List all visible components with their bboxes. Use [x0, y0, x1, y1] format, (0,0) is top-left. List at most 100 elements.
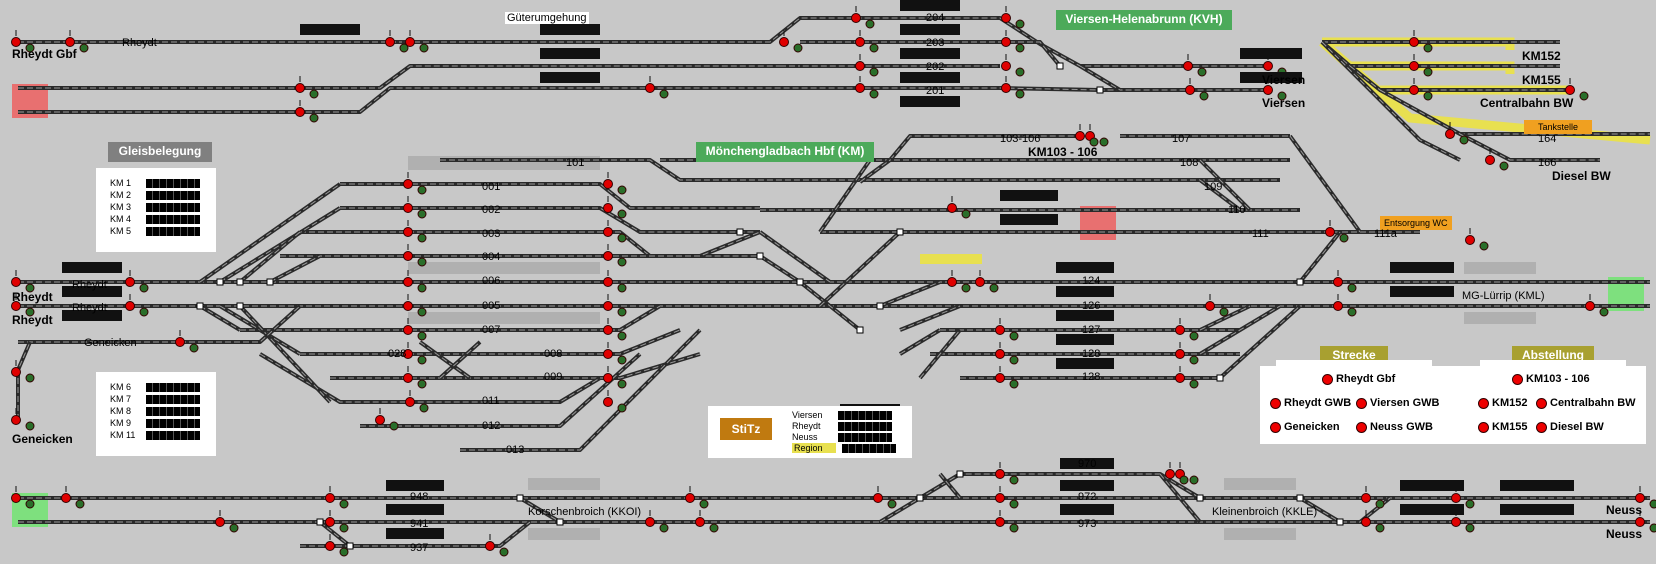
signal-light-secondary[interactable]: [1015, 89, 1025, 99]
signal-light[interactable]: [175, 337, 185, 347]
signal-light[interactable]: [295, 107, 305, 117]
signal-light[interactable]: [385, 37, 395, 47]
gleisbelegung-row[interactable]: KM 8: [110, 406, 200, 416]
signal-light-secondary[interactable]: [1375, 523, 1385, 533]
signal-light[interactable]: [1185, 85, 1195, 95]
gleisbelegung-row[interactable]: KM 3: [110, 202, 200, 212]
strecke-item[interactable]: Neuss GWB: [1356, 421, 1433, 433]
signal-light-secondary[interactable]: [961, 283, 971, 293]
signal-light[interactable]: [645, 517, 655, 527]
signal-light-secondary[interactable]: [1009, 523, 1019, 533]
signal-light-secondary[interactable]: [1465, 499, 1475, 509]
signal-light-secondary[interactable]: [1099, 137, 1109, 147]
region-header-km[interactable]: Mönchengladbach Hbf (KM): [696, 142, 874, 162]
signal-light[interactable]: [215, 517, 225, 527]
stitz-row[interactable]: Region: [792, 443, 896, 453]
signal-light[interactable]: [995, 493, 1005, 503]
abstellung-item[interactable]: Diesel BW: [1536, 421, 1604, 433]
signal-light[interactable]: [947, 277, 957, 287]
switch-point[interactable]: [196, 302, 204, 310]
signal-light[interactable]: [645, 83, 655, 93]
switch-point[interactable]: [236, 278, 244, 286]
signal-light[interactable]: [947, 203, 957, 213]
switch-point[interactable]: [736, 228, 744, 236]
signal-light-secondary[interactable]: [25, 307, 35, 317]
strecke-item[interactable]: Rheydt GWB: [1270, 397, 1351, 409]
signal-light-secondary[interactable]: [1189, 331, 1199, 341]
switch-point[interactable]: [266, 278, 274, 286]
signal-light[interactable]: [1175, 325, 1185, 335]
signal-light[interactable]: [1445, 129, 1455, 139]
signal-light-secondary[interactable]: [617, 307, 627, 317]
signal-light-secondary[interactable]: [1649, 523, 1656, 533]
switch-point[interactable]: [896, 228, 904, 236]
signal-light[interactable]: [485, 541, 495, 551]
gleisbelegung-row[interactable]: KM 6: [110, 382, 200, 392]
signal-light[interactable]: [1585, 301, 1595, 311]
signal-light[interactable]: [1635, 517, 1645, 527]
switch-point[interactable]: [1296, 494, 1304, 502]
signal-light-secondary[interactable]: [25, 421, 35, 431]
signal-light-secondary[interactable]: [1009, 499, 1019, 509]
signal-light[interactable]: [1635, 493, 1645, 503]
signal-light-secondary[interactable]: [1423, 91, 1433, 101]
signal-light[interactable]: [403, 301, 413, 311]
signal-light[interactable]: [1205, 301, 1215, 311]
signal-light-secondary[interactable]: [1649, 499, 1656, 509]
signal-light[interactable]: [325, 517, 335, 527]
signal-light-secondary[interactable]: [339, 547, 349, 557]
signal-light-secondary[interactable]: [1579, 91, 1589, 101]
signal-light[interactable]: [1183, 61, 1193, 71]
signal-light-secondary[interactable]: [887, 499, 897, 509]
signal-light-secondary[interactable]: [659, 523, 669, 533]
signal-light-secondary[interactable]: [1189, 379, 1199, 389]
signal-light[interactable]: [403, 325, 413, 335]
signal-light[interactable]: [855, 61, 865, 71]
switch-point[interactable]: [1336, 518, 1344, 526]
signal-light[interactable]: [1001, 37, 1011, 47]
abstellung-item[interactable]: KM155: [1478, 421, 1527, 433]
signal-light-secondary[interactable]: [499, 547, 509, 557]
signal-light-secondary[interactable]: [617, 209, 627, 219]
signal-light-secondary[interactable]: [865, 19, 875, 29]
signal-light-secondary[interactable]: [417, 379, 427, 389]
gleisbelegung-header[interactable]: Gleisbelegung: [108, 142, 212, 162]
signal-light-secondary[interactable]: [617, 185, 627, 195]
signal-light[interactable]: [1325, 227, 1335, 237]
signal-light[interactable]: [403, 349, 413, 359]
strecke-item[interactable]: Rheydt Gbf: [1322, 373, 1395, 385]
switch-point[interactable]: [1056, 62, 1064, 70]
signal-light-secondary[interactable]: [617, 257, 627, 267]
signal-light-secondary[interactable]: [961, 209, 971, 219]
gleisbelegung-row[interactable]: KM 11: [110, 430, 200, 440]
signal-light-secondary[interactable]: [309, 89, 319, 99]
signal-light[interactable]: [11, 367, 21, 377]
signal-light[interactable]: [1409, 85, 1419, 95]
signal-light-secondary[interactable]: [417, 307, 427, 317]
signal-light-secondary[interactable]: [1339, 233, 1349, 243]
abstellung-item[interactable]: KM152: [1478, 397, 1527, 409]
switch-point[interactable]: [916, 494, 924, 502]
signal-light-secondary[interactable]: [1599, 307, 1609, 317]
signal-light[interactable]: [1565, 85, 1575, 95]
signal-light[interactable]: [1001, 83, 1011, 93]
signal-light-secondary[interactable]: [1423, 43, 1433, 53]
signal-light[interactable]: [11, 277, 21, 287]
signal-light-secondary[interactable]: [417, 185, 427, 195]
signal-light[interactable]: [1361, 493, 1371, 503]
signal-light[interactable]: [603, 251, 613, 261]
gleisbelegung-row[interactable]: KM 5: [110, 226, 200, 236]
signal-light-secondary[interactable]: [417, 283, 427, 293]
signal-light[interactable]: [61, 493, 71, 503]
signal-light-secondary[interactable]: [617, 331, 627, 341]
switch-point[interactable]: [876, 302, 884, 310]
signal-light-secondary[interactable]: [25, 283, 35, 293]
gleisbelegung-row[interactable]: KM 7: [110, 394, 200, 404]
signal-light-secondary[interactable]: [1009, 355, 1019, 365]
strecke-item[interactable]: Geneicken: [1270, 421, 1340, 433]
signal-light[interactable]: [11, 493, 21, 503]
signal-light-secondary[interactable]: [1009, 331, 1019, 341]
switch-point[interactable]: [1096, 86, 1104, 94]
switch-point[interactable]: [316, 518, 324, 526]
signal-light-secondary[interactable]: [1197, 67, 1207, 77]
